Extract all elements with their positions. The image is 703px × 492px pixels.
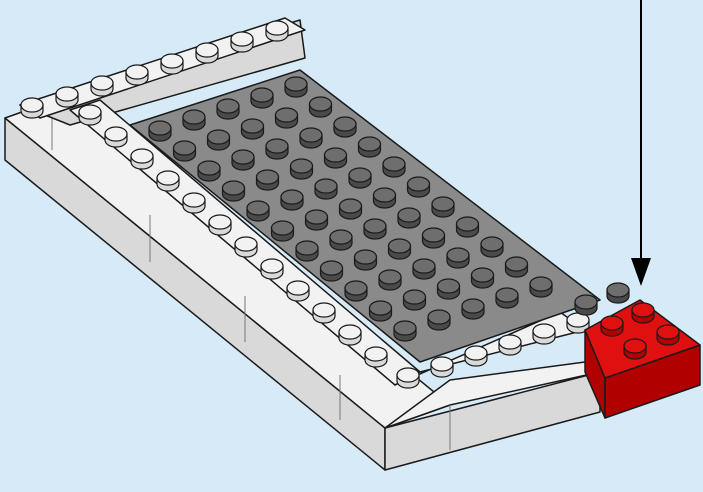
gray-plate-stud <box>266 139 288 159</box>
red-stud <box>601 316 623 336</box>
gray-plate-stud <box>251 88 273 108</box>
gray-plate-stud <box>340 199 362 219</box>
rail-stud <box>157 171 179 191</box>
rail-stud <box>261 259 283 279</box>
rail-stud <box>465 346 487 366</box>
gray-plate-stud <box>315 179 337 199</box>
gray-plate-stud <box>370 301 392 321</box>
red-stud <box>624 339 646 359</box>
gray-plate-stud <box>208 130 230 150</box>
gray-plate-stud <box>355 250 377 270</box>
gray-plate-stud <box>398 208 420 228</box>
rail-stud <box>287 281 309 301</box>
rail-stud <box>131 149 153 169</box>
gray-plate-stud <box>383 157 405 177</box>
gray-plate-stud <box>198 161 220 181</box>
gray-plate-stud <box>496 288 518 308</box>
rail-stud <box>105 127 127 147</box>
wall-stud <box>231 32 253 52</box>
rail-stud <box>79 105 101 125</box>
gray-plate-stud <box>462 299 484 319</box>
wall-stud <box>266 21 288 41</box>
gray-plate-stud <box>242 119 264 139</box>
gray-plate-stud <box>276 108 298 128</box>
gray-plate-stud <box>394 321 416 341</box>
wall-stud <box>161 54 183 74</box>
red-stud <box>657 325 679 345</box>
gray-plate-stud <box>300 128 322 148</box>
gray-plate-stud <box>379 270 401 290</box>
gray-plate-stud <box>272 221 294 241</box>
gray-plate-stud <box>530 277 552 297</box>
wall-stud <box>196 43 218 63</box>
wall-stud <box>126 65 148 85</box>
gray-plate-stud <box>291 159 313 179</box>
rail-stud <box>533 324 555 344</box>
wall-stud <box>21 98 43 118</box>
gray-plate-stud <box>447 248 469 268</box>
gray-plate-stud <box>183 110 205 130</box>
gray-plate-stud <box>306 210 328 230</box>
gray-plate-stud <box>432 197 454 217</box>
gray-plate-stud <box>423 228 445 248</box>
gray-plate-stud <box>217 99 239 119</box>
gray-plate-stud <box>575 295 597 315</box>
wall-stud <box>56 87 78 107</box>
gray-plate-stud <box>481 237 503 257</box>
red-stud <box>632 303 654 323</box>
gray-plate-stud <box>404 290 426 310</box>
gray-plate-stud <box>506 257 528 277</box>
rail-stud <box>209 215 231 235</box>
gray-plate-stud <box>374 188 396 208</box>
gray-plate-stud <box>310 97 332 117</box>
rail-stud <box>339 325 361 345</box>
gray-plate-stud <box>223 181 245 201</box>
rail-stud <box>365 347 387 367</box>
gray-plate-stud <box>232 150 254 170</box>
gray-plate-stud <box>349 168 371 188</box>
rail-stud <box>183 193 205 213</box>
rail-stud <box>235 237 257 257</box>
gray-plate-stud <box>285 77 307 97</box>
gray-plate-stud <box>334 117 356 137</box>
gray-plate-stud <box>364 219 386 239</box>
gray-plate-stud <box>330 230 352 250</box>
rail-stud <box>397 368 419 388</box>
gray-plate-stud <box>428 310 450 330</box>
gray-plate-stud <box>247 201 269 221</box>
rail-stud <box>499 335 521 355</box>
rail-stud <box>313 303 335 323</box>
gray-plate-stud <box>174 141 196 161</box>
gray-plate-stud <box>457 217 479 237</box>
gray-plate-stud <box>408 177 430 197</box>
gray-plate-stud <box>325 148 347 168</box>
gray-plate-stud <box>438 279 460 299</box>
gray-plate-stud <box>257 170 279 190</box>
rail-stud <box>431 357 453 377</box>
gray-plate-stud <box>607 283 629 303</box>
gray-plate-stud <box>281 190 303 210</box>
gray-plate-stud <box>413 259 435 279</box>
gray-plate-stud <box>149 121 171 141</box>
gray-plate-stud <box>389 239 411 259</box>
gray-plate-stud <box>345 281 367 301</box>
gray-plate-stud <box>296 241 318 261</box>
gray-plate-stud <box>472 268 494 288</box>
wall-stud <box>91 76 113 96</box>
gray-plate-stud <box>321 261 343 281</box>
gray-plate-stud <box>359 137 381 157</box>
